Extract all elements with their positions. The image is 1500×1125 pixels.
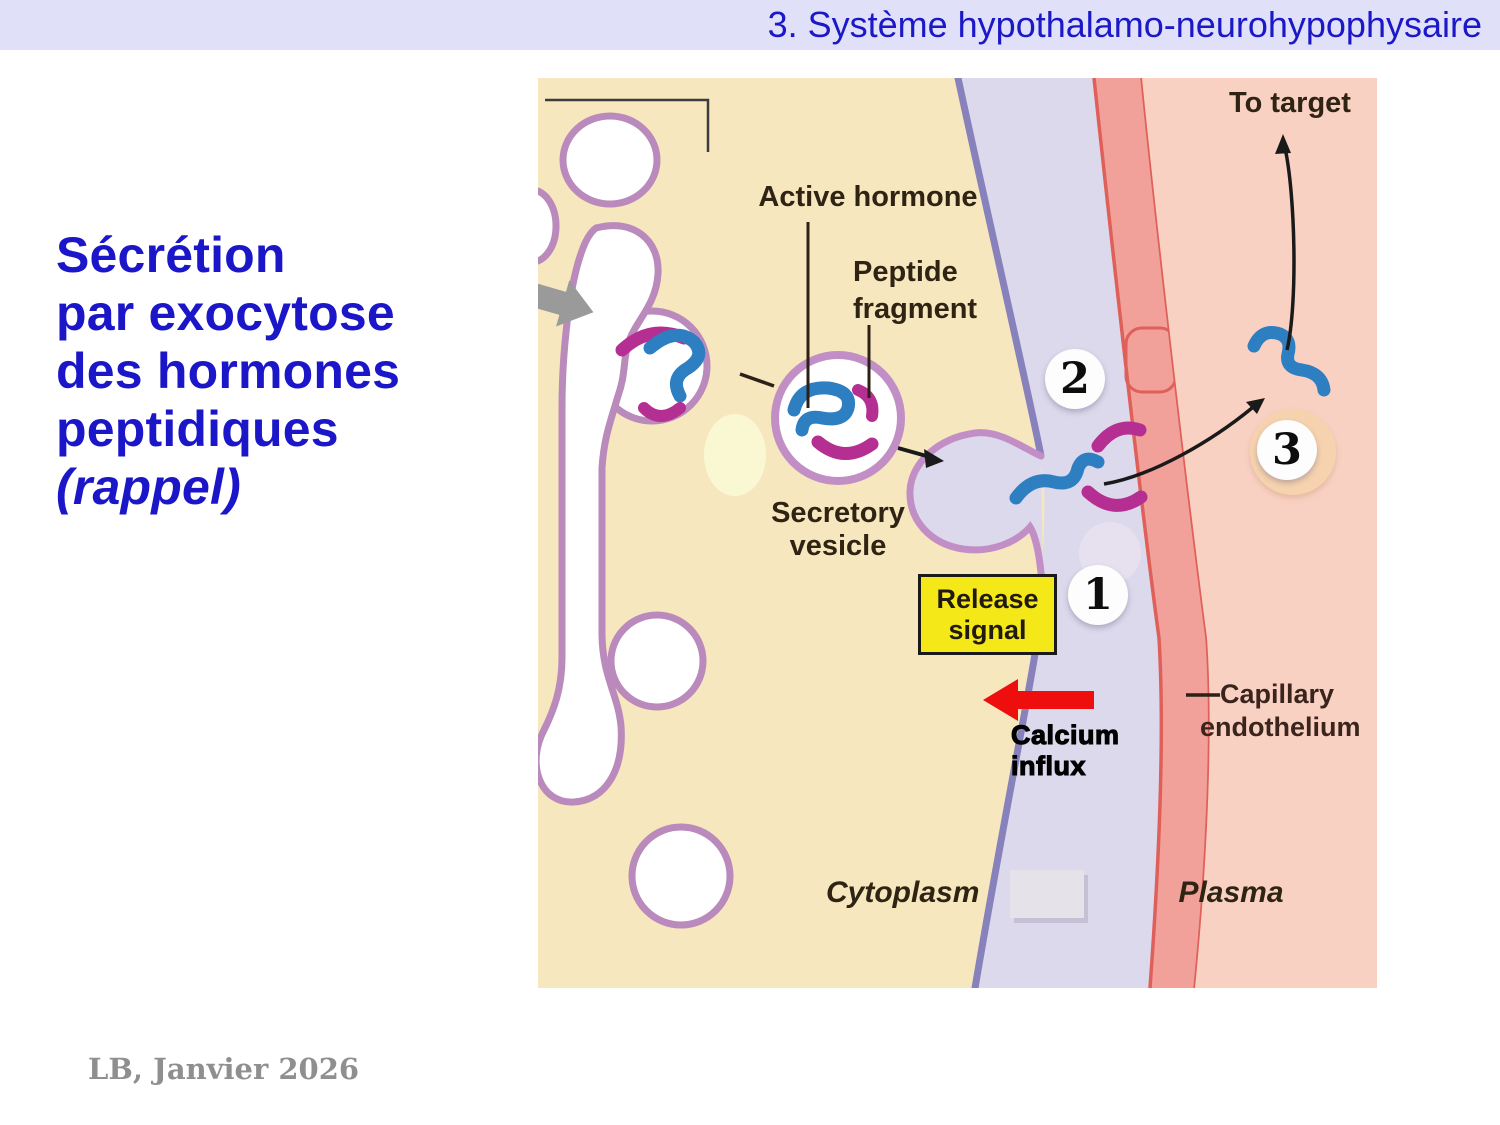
plasma-label: Plasma [1178, 876, 1284, 909]
fusing-vesicle [906, 429, 1047, 599]
title-line-rappel: (rappel) [56, 459, 241, 515]
header-band: 3. Système hypothalamo-neurohypophysaire [0, 0, 1500, 50]
title-line: Sécrétion [56, 227, 286, 283]
to-target-label: To target [1229, 87, 1351, 119]
calcium-influx-arrow [983, 679, 1094, 721]
diffusion-arrow [1103, 398, 1265, 486]
pointer-lines [739, 222, 1220, 697]
capillary-line1: Capillary [1220, 679, 1335, 709]
endothelial-cell-junction [1124, 326, 1178, 394]
golgi-cisterna [538, 222, 662, 806]
calcium-influx-line2: influx [1010, 750, 1086, 781]
budding-vesicle-contents [615, 326, 706, 422]
gray-patch [1010, 870, 1088, 923]
to-target-arrow [1275, 134, 1296, 351]
step-badge-3: 3 [1257, 420, 1317, 480]
peptide-fragment-line1: Peptide [853, 256, 958, 288]
calcium-influx-label: Calcium influx [1010, 719, 1120, 782]
peptide-fragment-label: Peptide fragment [853, 254, 977, 328]
fusion-arrow [897, 446, 944, 468]
capillary-endothelium-label: Capillary endothelium [1200, 678, 1361, 744]
cytoplasm-label: Cytoplasm [826, 876, 980, 909]
golgi-top-vesicle [559, 112, 661, 208]
footer-credit: LB, Janvier 2026 [88, 1052, 360, 1086]
title-line: par exocytose [56, 285, 395, 341]
header-title: 3. Système hypothalamo-neurohypophysaire [767, 4, 1482, 45]
secretory-vesicle [771, 351, 905, 485]
capillary-line2: endothelium [1200, 712, 1361, 742]
exocytosis-diagram: Active hormone Peptide fragment Secretor… [538, 78, 1377, 988]
secretory-vesicle-line1: Secretory [771, 497, 905, 529]
extracellular-space [958, 78, 1162, 988]
input-gray-arrow [538, 280, 594, 327]
figure-bracket [545, 98, 710, 152]
released-molecules [1009, 421, 1148, 512]
title-line: des hormones [56, 343, 401, 399]
plasma-region [1142, 78, 1377, 988]
release-signal-line1: Release [936, 583, 1039, 614]
secretory-vesicle-label: Secretory vesicle [760, 497, 916, 563]
free-vesicle [628, 823, 734, 929]
calcium-influx-line1: Calcium [1010, 719, 1120, 750]
step-badge-1: 1 [1068, 565, 1128, 625]
yellow-ellipse-overlay [704, 414, 766, 496]
hormone-in-plasma [1247, 326, 1331, 397]
release-signal-box: Release signal [918, 574, 1057, 655]
peptide-fragment-line2: fragment [853, 293, 978, 325]
golgi-lower-blob [607, 611, 707, 711]
secretory-vesicle-line2: vesicle [789, 530, 887, 562]
active-hormone-label: Active hormone [758, 181, 978, 213]
golgi-edge-blob [538, 187, 560, 265]
step-badge-2: 2 [1045, 349, 1105, 409]
slide-title: Sécrétion par exocytose des hormones pep… [56, 226, 526, 516]
diagram-canvas [538, 78, 1377, 988]
capillary-endothelium-band [1092, 78, 1212, 988]
title-line: peptidiques [56, 401, 339, 457]
release-signal-line2: signal [948, 614, 1027, 645]
